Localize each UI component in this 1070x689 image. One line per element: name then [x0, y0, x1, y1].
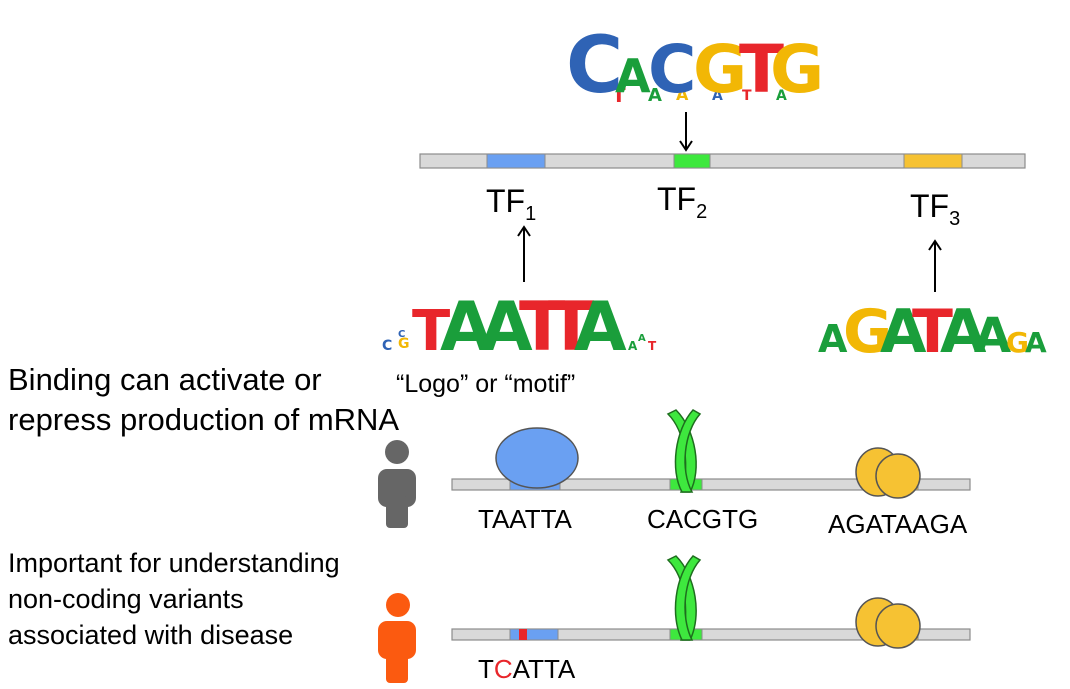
important-text-line2: non-coding variants: [8, 584, 244, 614]
logo-residual: A: [676, 85, 689, 104]
taatta-logo: C G C T A A T T A A A A T: [382, 288, 657, 367]
logo-residual: A: [776, 88, 787, 104]
agataaga-logo: A G A T A A G A: [818, 297, 1047, 367]
seq-tf1: TAATTA: [478, 504, 573, 534]
person-normal-icon: [378, 440, 416, 528]
logo-letter: T: [412, 299, 450, 364]
logo-letter: T: [739, 31, 784, 108]
cacgtg-logo: T A A A T A C A C G T G: [566, 21, 824, 111]
logo-letter: G: [1006, 326, 1029, 359]
logo-letter: G: [843, 297, 892, 367]
tf1-binding-site: [486, 153, 546, 169]
tf1-label: TF1: [486, 183, 536, 225]
tf3-protein: [855, 447, 921, 499]
logo-letter: A: [974, 308, 1011, 364]
mutation-site: [519, 629, 527, 640]
logo-letter: T: [912, 297, 953, 367]
logo-residual: A: [638, 333, 646, 344]
logo-residual: A: [648, 85, 662, 106]
logo-letter: A: [818, 317, 848, 361]
logo-letter: A: [480, 288, 533, 367]
arrow-up-tf3: [928, 239, 942, 292]
tf3-protein-row2: [855, 597, 921, 649]
logo-letter: G: [693, 31, 747, 108]
tf2-protein-row2: [666, 555, 702, 641]
logo-residual: G: [398, 336, 410, 352]
logo-residual: C: [398, 329, 405, 340]
tf2-protein: [666, 409, 702, 493]
logo-caption: “Logo” or “motif”: [396, 370, 575, 398]
logo-residual: T: [648, 339, 657, 353]
logo-residual: A: [628, 339, 638, 353]
dna-strand-main: [419, 153, 1026, 169]
logo-letter: G: [770, 31, 824, 108]
logo-residual: C: [382, 338, 392, 354]
important-text-line1: Important for understanding: [8, 548, 340, 578]
important-text-line3: associated with disease: [8, 620, 293, 650]
logo-residual: T: [742, 88, 752, 104]
logo-letter: A: [940, 297, 987, 367]
logo-letter: A: [1025, 326, 1047, 359]
arrow-up-tf1: [517, 225, 531, 282]
tf1-protein: [495, 427, 579, 489]
logo-letter: A: [574, 288, 627, 367]
logo-letter: A: [880, 297, 927, 367]
tf2-label: TF2: [657, 181, 707, 223]
logo-letter: A: [615, 49, 651, 103]
logo-letter: C: [648, 31, 696, 108]
seq-tf2: CACGTG: [647, 504, 758, 534]
tf2-binding-site: [673, 153, 711, 169]
logo-residual: A: [712, 88, 723, 104]
tf3-label: TF3: [910, 188, 960, 230]
logo-letter: T: [548, 288, 595, 367]
tf3-binding-site: [903, 153, 963, 169]
arrow-down-tf2: [679, 112, 693, 152]
logo-letter: A: [440, 288, 493, 367]
binding-text-line1: Binding can activate or: [8, 362, 322, 397]
logo-residual: A: [614, 339, 624, 353]
logo-letter: C: [566, 21, 623, 111]
logo-letter: T: [519, 288, 566, 367]
binding-text-line2: repress production of mRNA: [8, 402, 399, 437]
logo-residual: T: [612, 83, 626, 107]
seq-mutated: TCATTA: [478, 654, 576, 684]
seq-tf3: AGATAAGA: [828, 509, 968, 539]
person-disease-icon: [378, 593, 416, 683]
